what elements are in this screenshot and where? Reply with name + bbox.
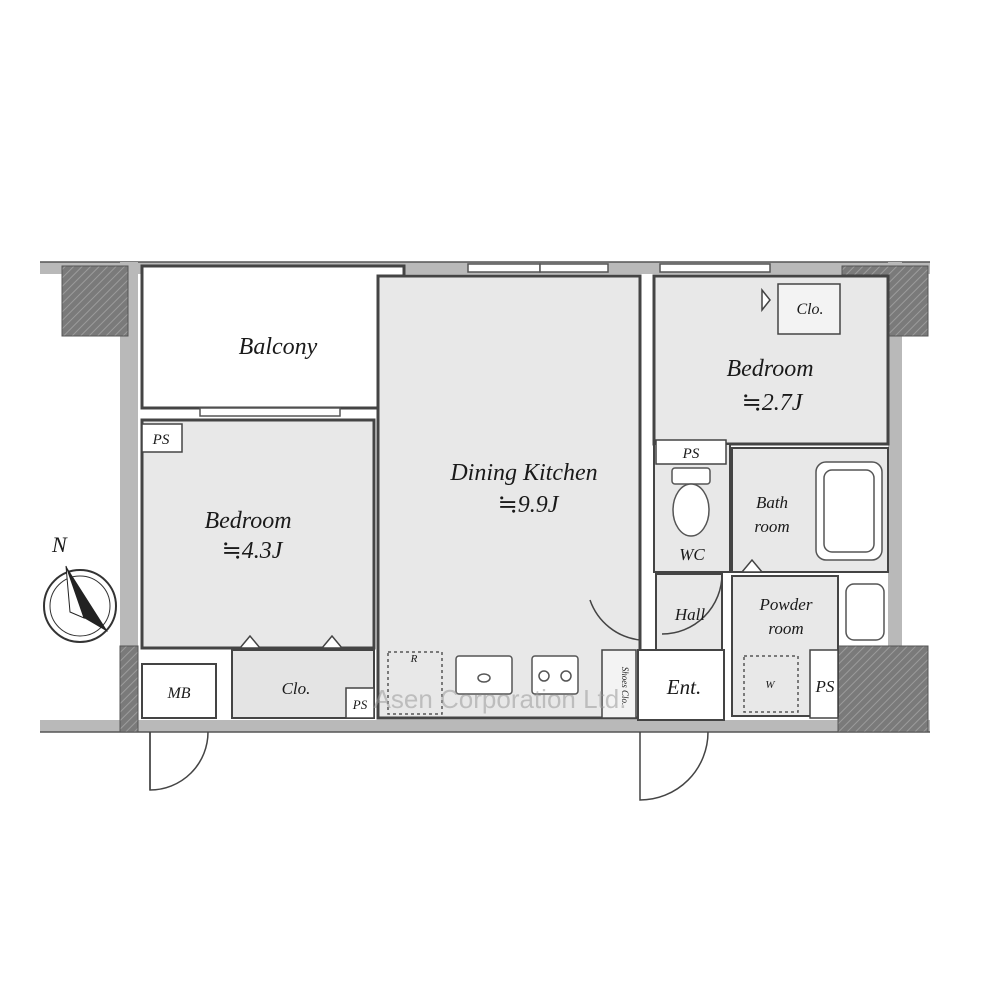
entrance-label: Ent. xyxy=(666,675,701,699)
shoes-closet-label: Shoes Clo. xyxy=(620,667,630,706)
bedroom-left-area: ≒4.3J xyxy=(222,538,284,564)
meter-box-label: MB xyxy=(166,685,190,702)
doors xyxy=(149,287,771,801)
powder-label-line2: room xyxy=(768,619,803,638)
closet-right-box xyxy=(777,283,841,335)
closet-right-label: Clo. xyxy=(796,301,823,318)
shoes-closet-floor xyxy=(601,649,637,719)
dining-kitchen-label: Dining Kitchen xyxy=(449,460,597,486)
bedroom-left-floor xyxy=(140,418,376,650)
ps-wc-label: PS xyxy=(682,446,700,462)
dining-kitchen-area: ≒9.9J xyxy=(498,492,560,518)
washbasin xyxy=(845,583,885,641)
meter-box xyxy=(141,663,217,719)
toilet xyxy=(672,483,710,537)
hall-label: Hall xyxy=(674,605,706,624)
refrigerator-label: R xyxy=(410,653,418,665)
hall-floor xyxy=(655,573,723,651)
bedroom-left-label: Bedroom xyxy=(204,508,291,534)
compass: N xyxy=(43,532,117,643)
refrigerator-space xyxy=(387,651,443,715)
bedroom-right-floor xyxy=(652,274,890,446)
washer-space xyxy=(743,655,799,713)
rooms xyxy=(140,264,890,721)
fixtures xyxy=(387,461,885,715)
ps-wc-box xyxy=(655,439,727,465)
balcony-label: Balcony xyxy=(239,334,318,360)
closet-left-label: Clo. xyxy=(282,679,311,698)
bedroom-right-label: Bedroom xyxy=(726,356,813,382)
entrance-floor xyxy=(637,649,725,721)
dining-kitchen-floor xyxy=(376,274,642,720)
ps-kitchen-label: PS xyxy=(352,697,368,712)
ps-kitchen-box xyxy=(345,687,375,719)
labels: Balcony Bedroom ≒4.3J Dining Kitchen ≒9.… xyxy=(152,301,835,714)
compass-north-label: N xyxy=(51,532,68,557)
watermark: Asen Corporation Ltd. xyxy=(374,684,627,714)
ps-left-box xyxy=(141,423,183,453)
bedroom-right-area: ≒2.7J xyxy=(742,390,804,416)
washer-label: W xyxy=(765,679,775,691)
wc-label: WC xyxy=(679,545,705,564)
toilet-tank xyxy=(671,467,711,485)
bath-label-line2: room xyxy=(754,517,789,536)
ps-right-label: PS xyxy=(815,677,835,696)
ps-right-box xyxy=(809,649,839,719)
windows xyxy=(199,263,771,417)
powder-label-line1: Powder xyxy=(759,595,813,614)
stove xyxy=(531,655,579,695)
bath-label-line1: Bath xyxy=(756,493,788,512)
ps-left-label: PS xyxy=(152,432,170,448)
